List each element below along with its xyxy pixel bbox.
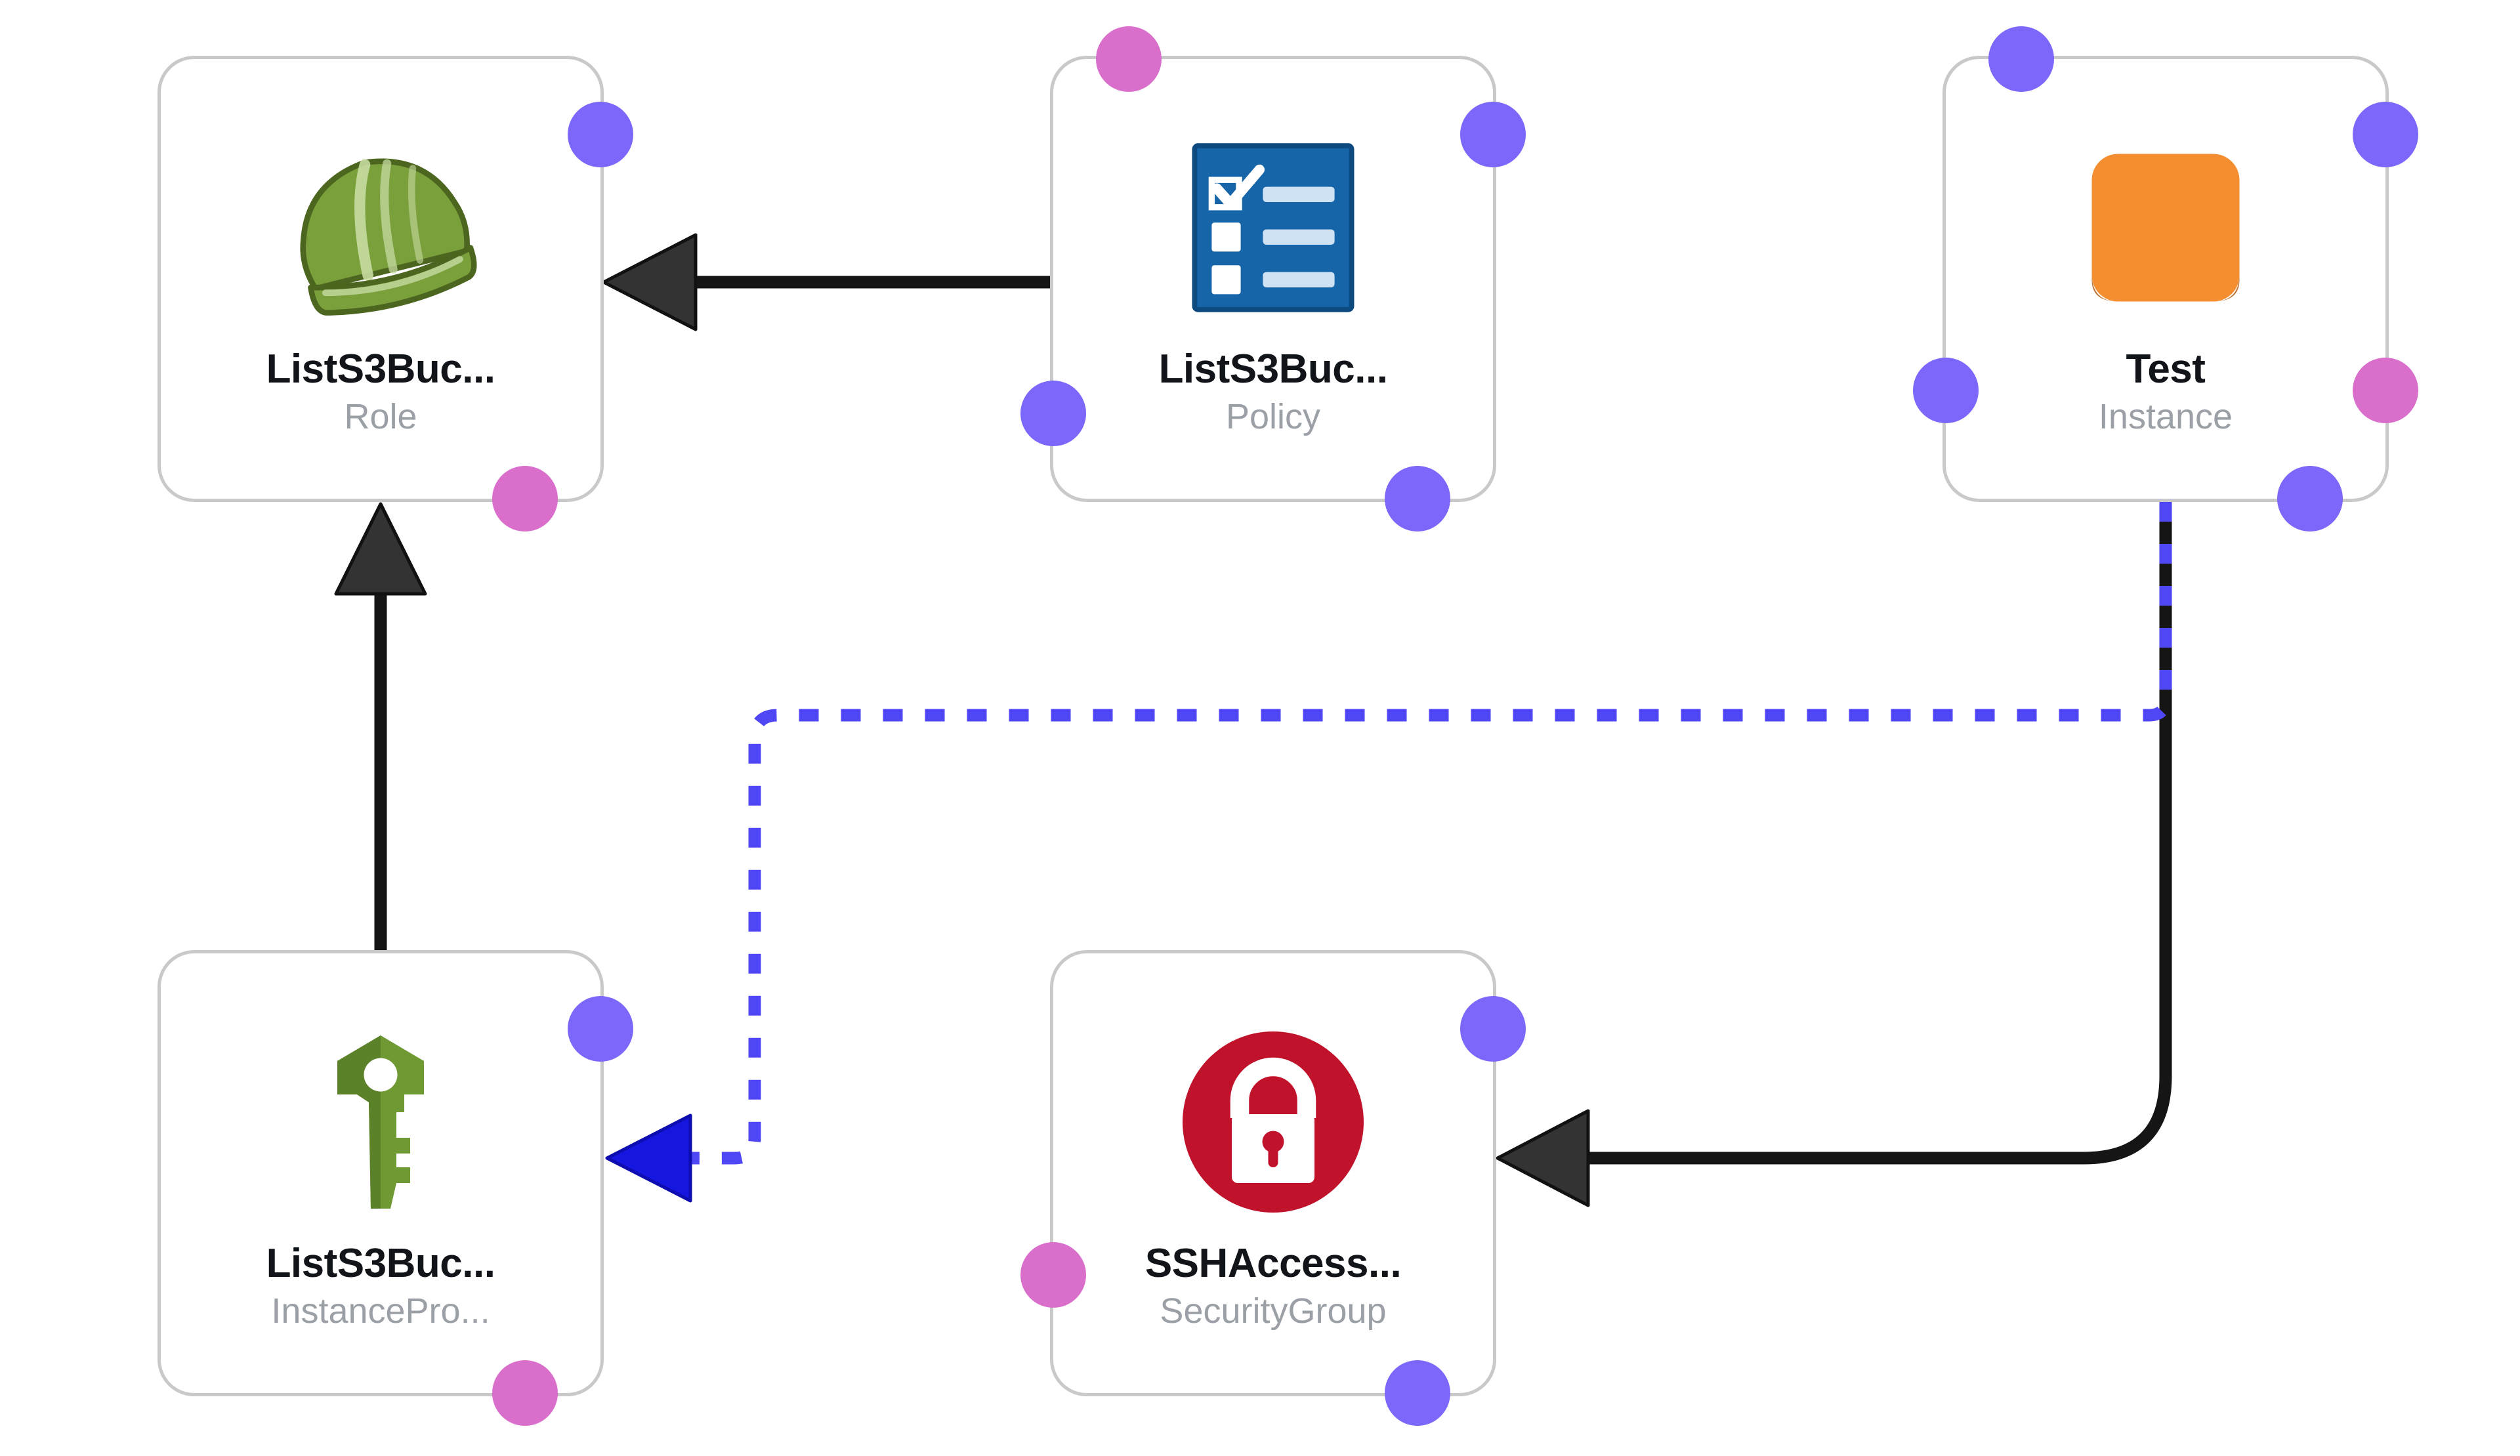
arrowhead-up-icon bbox=[334, 502, 427, 596]
handle-left-bottom[interactable] bbox=[1913, 358, 1979, 423]
handle-bottom-right[interactable] bbox=[1385, 1360, 1450, 1426]
blue-checklist-icon bbox=[1165, 119, 1381, 336]
handle-right-top[interactable] bbox=[568, 102, 633, 167]
handle-right-top[interactable] bbox=[568, 996, 633, 1062]
handle-bottom-right[interactable] bbox=[1385, 466, 1450, 531]
handle-top-left[interactable] bbox=[1096, 26, 1162, 92]
handle-right-top[interactable] bbox=[2353, 102, 2418, 167]
arrowhead-left-blue-icon bbox=[605, 1113, 692, 1203]
handle-top-left[interactable] bbox=[1988, 26, 2054, 92]
node-instance[interactable]: Test Instance bbox=[1913, 26, 2418, 531]
orange-ec2-instance-icon bbox=[2057, 119, 2274, 336]
node-label: SSHAccess... bbox=[1144, 1241, 1402, 1287]
handle-bottom-right[interactable] bbox=[492, 466, 558, 531]
handle-left-bottom[interactable] bbox=[1020, 381, 1086, 446]
red-lock-icon bbox=[1165, 1014, 1381, 1230]
node-label: ListS3Buc... bbox=[266, 346, 495, 392]
handle-right-top[interactable] bbox=[1460, 996, 1526, 1062]
edge-instance-to-securitygroup bbox=[1496, 502, 2172, 1207]
handle-bottom-right[interactable] bbox=[2277, 466, 2343, 531]
handle-bottom-right[interactable] bbox=[492, 1360, 558, 1426]
arrowhead-left-icon bbox=[1496, 1109, 1590, 1207]
node-type: SecurityGroup bbox=[1160, 1291, 1387, 1331]
node-securitygroup[interactable]: SSHAccess... SecurityGroup bbox=[1020, 950, 1526, 1426]
node-type: Instance bbox=[2098, 397, 2233, 437]
node-type: InstancePro... bbox=[271, 1291, 490, 1331]
node-label: ListS3Buc... bbox=[1158, 346, 1388, 392]
arrowhead-left-icon bbox=[602, 233, 698, 331]
handle-right-top[interactable] bbox=[1460, 102, 1526, 167]
node-type: Policy bbox=[1225, 397, 1321, 437]
node-policy[interactable]: ListS3Buc... Policy bbox=[1020, 26, 1526, 531]
node-instanceprofile[interactable]: ListS3Buc... InstancePro... bbox=[158, 950, 633, 1426]
green-key-icon bbox=[272, 1014, 489, 1230]
handle-right-bottom[interactable] bbox=[2353, 358, 2418, 423]
node-label: ListS3Buc... bbox=[266, 1241, 495, 1287]
edge-instanceprofile-to-role bbox=[334, 502, 427, 950]
node-label: Test bbox=[2126, 346, 2206, 392]
handle-left-bottom[interactable] bbox=[1020, 1242, 1086, 1308]
edge-policy-to-role bbox=[602, 233, 1050, 331]
node-role[interactable]: ListS3Buc... Role bbox=[158, 56, 633, 531]
node-type: Role bbox=[344, 397, 417, 437]
green-hardhat-icon bbox=[272, 119, 489, 336]
